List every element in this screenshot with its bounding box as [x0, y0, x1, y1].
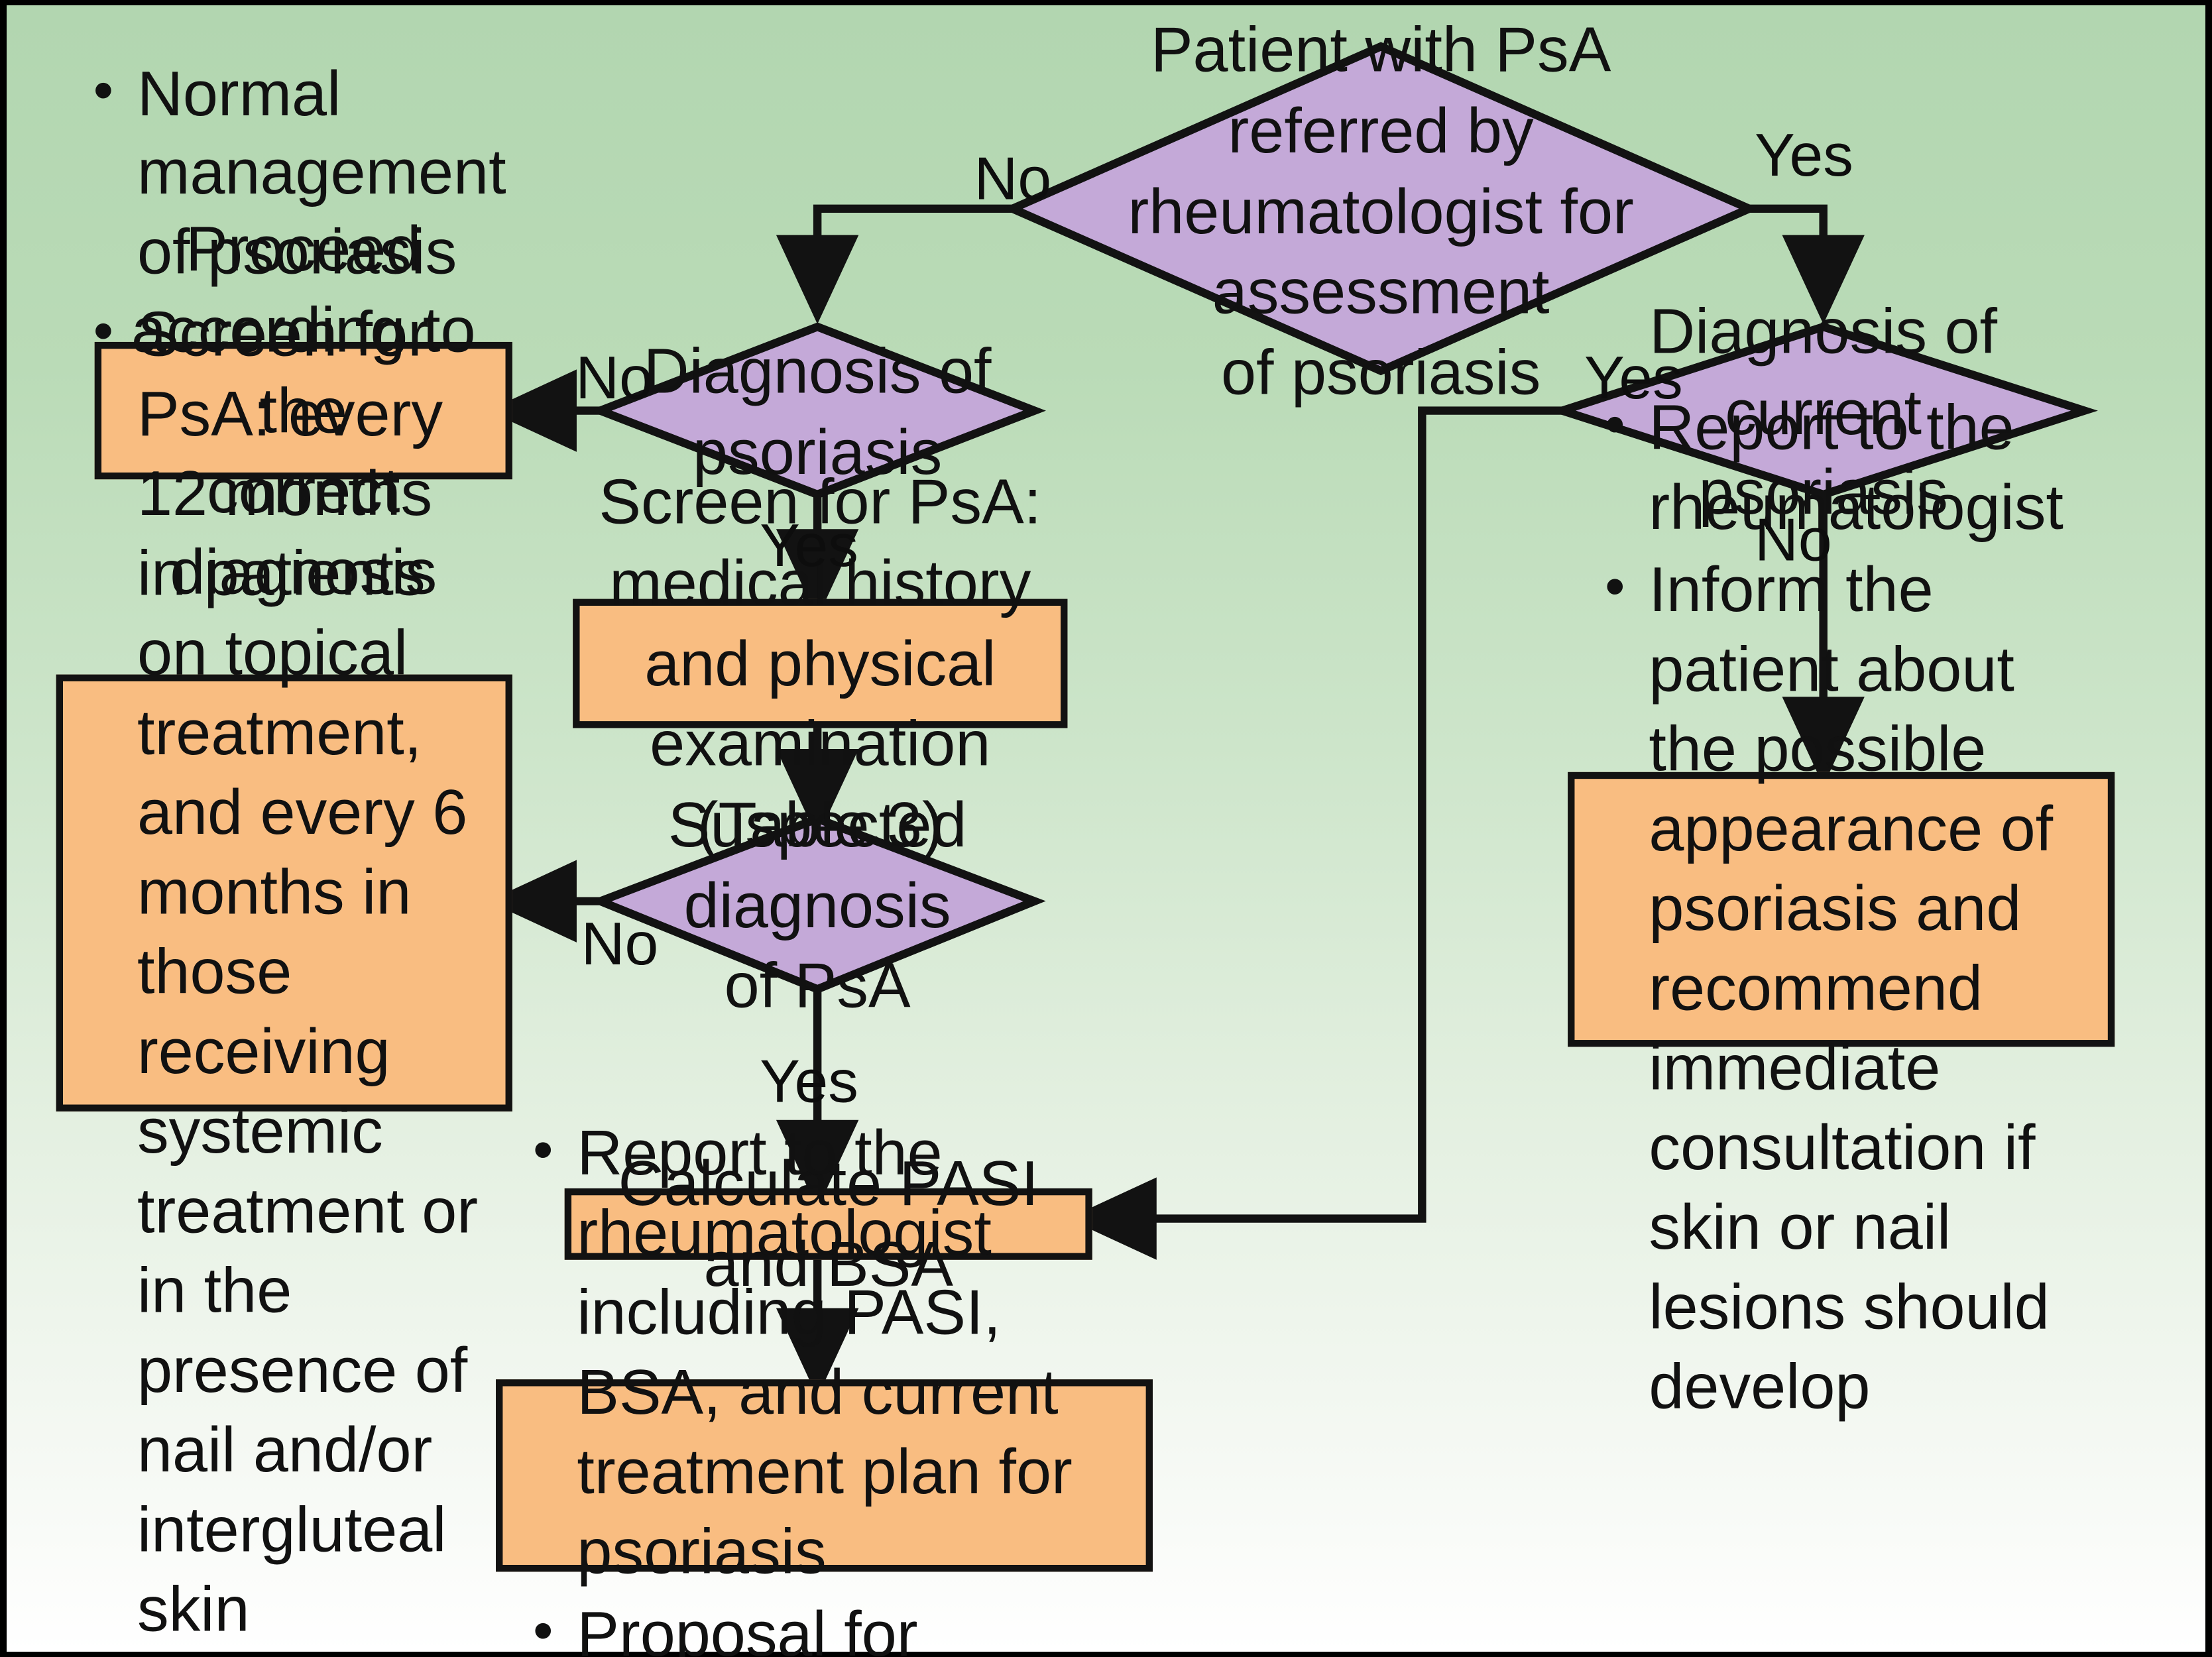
- list-item: Report to the rheumatologist: [1605, 389, 2083, 548]
- screen-psa-line-3: (Table 3): [697, 789, 943, 861]
- final-report-list: Report to the rheumatologist including P…: [502, 1114, 1145, 1657]
- node-screen-psa[interactable]: Screen for PsA: medical history and phys…: [573, 465, 1068, 860]
- edge-start-yes: [1735, 204, 1865, 324]
- node-start-decision-label: Patient with PsA referred by rheumatolog…: [1065, 13, 1697, 408]
- edge-label-suspected-no: No: [581, 911, 659, 978]
- node-diagnosis-psoriasis-label: Diagnosis of psoriasis: [639, 331, 996, 493]
- report-inform-list: Report to the rheumatologist Inform the …: [1574, 389, 2107, 1430]
- list-item: Normal management of psoriasis: [93, 54, 506, 293]
- node-final-report[interactable]: Report to the rheumatologist including P…: [496, 1114, 1153, 1657]
- start-decision-line-1: Patient with PsA referred by: [1150, 13, 1611, 166]
- edge-label-suspected-yes: Yes: [760, 1048, 858, 1116]
- normal-management-list: Normal management of psoriasis Screen fo…: [63, 54, 506, 1657]
- node-report-inform[interactable]: Report to the rheumatologist Inform the …: [1568, 389, 2115, 1422]
- node-diagnosis-psoriasis[interactable]: [589, 322, 1046, 499]
- edge-label-dx-psoriasis-no: No: [575, 345, 653, 412]
- edge-label-dx-psoriasis-yes: Yes: [760, 512, 858, 580]
- list-item: Inform the patient about the possible ap…: [1605, 551, 2083, 1427]
- edge-label-dx-current-yes: Yes: [1584, 345, 1683, 412]
- diagnosis-psoriasis-line-2: psoriasis: [692, 416, 943, 488]
- suspected-psa-line-2: of PsA: [724, 950, 911, 1021]
- diagram-background: Patient with PsA referred by rheumatolog…: [7, 5, 2205, 1657]
- suspected-psa-line-1: Suspected diagnosis: [668, 788, 967, 941]
- start-decision-line-2: rheumatologist for assessment: [1128, 175, 1634, 328]
- list-item: Proposal for coordinated management: [533, 1595, 1121, 1657]
- node-start-decision[interactable]: [1002, 42, 1760, 376]
- diagnosis-psoriasis-line-1: Diagnosis of: [643, 335, 992, 407]
- list-item: Screen for PsA: every 12 months in patie…: [93, 296, 481, 1657]
- start-decision-line-3: of psoriasis: [1220, 337, 1541, 409]
- node-normal-management[interactable]: Normal management of psoriasis Screen fo…: [56, 54, 512, 1657]
- edge-label-start-yes: Yes: [1755, 122, 1853, 190]
- edge-start-no: [776, 204, 1027, 324]
- screen-psa-line-2: and physical examination: [644, 627, 996, 780]
- screen-psa-line-1: Screen for PsA: medical history: [599, 465, 1042, 618]
- edge-dx-current-yes: [1067, 406, 1584, 1260]
- node-suspected-psa[interactable]: [589, 814, 1046, 994]
- edge-label-dx-current-no: No: [1755, 506, 1832, 575]
- list-item: Report to the rheumatologist including P…: [533, 1114, 1121, 1592]
- edge-label-start-no: No: [974, 145, 1052, 213]
- node-suspected-psa-label: Suspected diagnosis of PsA: [611, 788, 1023, 1021]
